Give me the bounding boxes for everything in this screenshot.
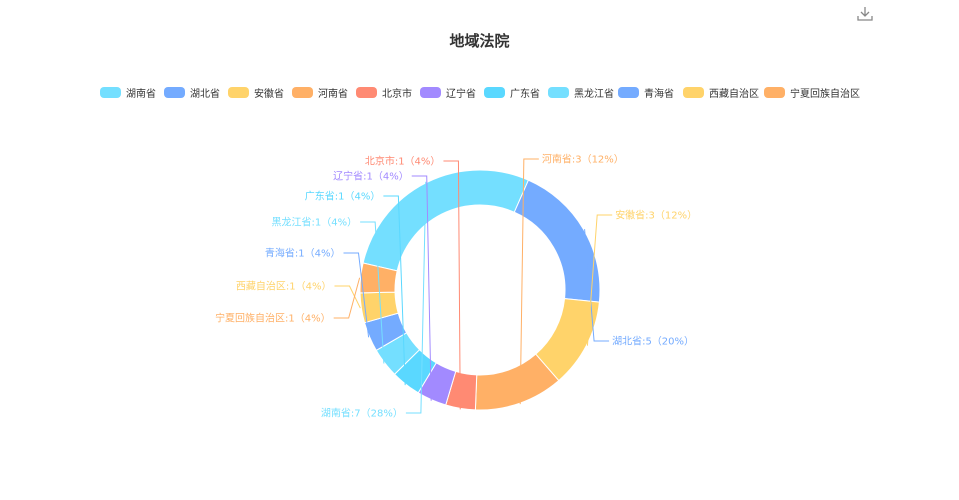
legend-item[interactable]: 黑龙江省 (548, 85, 614, 100)
legend-item[interactable]: 广东省 (484, 85, 540, 100)
legend-label: 西藏自治区 (709, 88, 759, 100)
legend-swatch (164, 86, 185, 98)
legend-label: 辽宁省 (446, 88, 476, 100)
legend-label: 宁夏回族自治区 (790, 88, 860, 100)
chart-title: 地域法院 (449, 32, 510, 50)
slice-label: 西藏自治区:1（4%） (236, 280, 332, 293)
legend-item[interactable]: 湖南省 (100, 85, 156, 100)
leader-line (586, 214, 613, 346)
pie-slice[interactable] (513, 179, 601, 303)
legend-swatch (356, 86, 377, 98)
legend-item[interactable]: 宁夏回族自治区 (764, 85, 860, 100)
legend-item[interactable]: 北京市 (356, 85, 412, 100)
leader-line (584, 229, 610, 342)
legend-item[interactable]: 河南省 (292, 85, 348, 100)
legend-swatch (618, 86, 639, 98)
leader-line (411, 175, 432, 401)
slice-label: 安徽省:3（12%） (615, 209, 697, 222)
slice-label: 湖北省:5（20%） (612, 335, 694, 348)
legend-swatch (292, 86, 313, 98)
pie-slice[interactable] (362, 169, 530, 272)
slice-label: 北京市:1（4%） (365, 155, 441, 168)
legend-label: 安徽省 (254, 88, 284, 100)
legend-item[interactable]: 安徽省 (228, 85, 284, 100)
slice-label: 宁夏回族自治区:1（4%） (215, 312, 331, 325)
legend-label: 青海省 (644, 88, 674, 100)
leader-line (405, 181, 427, 414)
legend-label: 河南省 (318, 88, 348, 100)
leader-line (519, 158, 539, 405)
legend-label: 广东省 (510, 88, 540, 100)
chart-legend: 湖南省 湖北省 安徽省 河南省 北京市 辽宁省 广东省 黑龙江省 青海省 西藏自治区 宁夏回族自治区 (0, 85, 959, 101)
legend-item[interactable]: 西藏自治区 (683, 85, 759, 100)
leader-line (333, 277, 361, 319)
slice-label: 湖南省:7（28%） (321, 407, 403, 420)
slice-label: 河南省:3（12%） (542, 153, 624, 166)
leader-line (360, 221, 385, 364)
legend-swatch (100, 86, 121, 98)
slice-label: 辽宁省:1（4%） (333, 170, 409, 183)
leader-line (383, 195, 406, 386)
legend-swatch (420, 86, 441, 98)
legend-swatch (764, 86, 785, 98)
legend-item[interactable]: 青海省 (618, 85, 674, 100)
legend-item[interactable]: 湖北省 (164, 85, 220, 100)
download-icon (857, 7, 873, 21)
legend-label: 湖北省 (190, 88, 220, 100)
legend-item[interactable]: 辽宁省 (420, 85, 476, 100)
legend-swatch (228, 86, 249, 98)
slice-label: 黑龙江省:1（4%） (272, 216, 358, 229)
leader-line (343, 252, 370, 338)
download-button[interactable] (855, 4, 875, 24)
legend-swatch (683, 86, 704, 98)
legend-swatch (484, 86, 505, 98)
slice-label: 广东省:1（4%） (305, 190, 381, 203)
legend-swatch (548, 86, 569, 98)
slice-label: 青海省:1（4%） (265, 247, 341, 260)
leader-line (443, 160, 461, 410)
leader-line (334, 285, 361, 309)
legend-label: 黑龙江省 (574, 88, 614, 100)
legend-label: 北京市 (382, 88, 412, 100)
legend-label: 湖南省 (126, 88, 156, 100)
